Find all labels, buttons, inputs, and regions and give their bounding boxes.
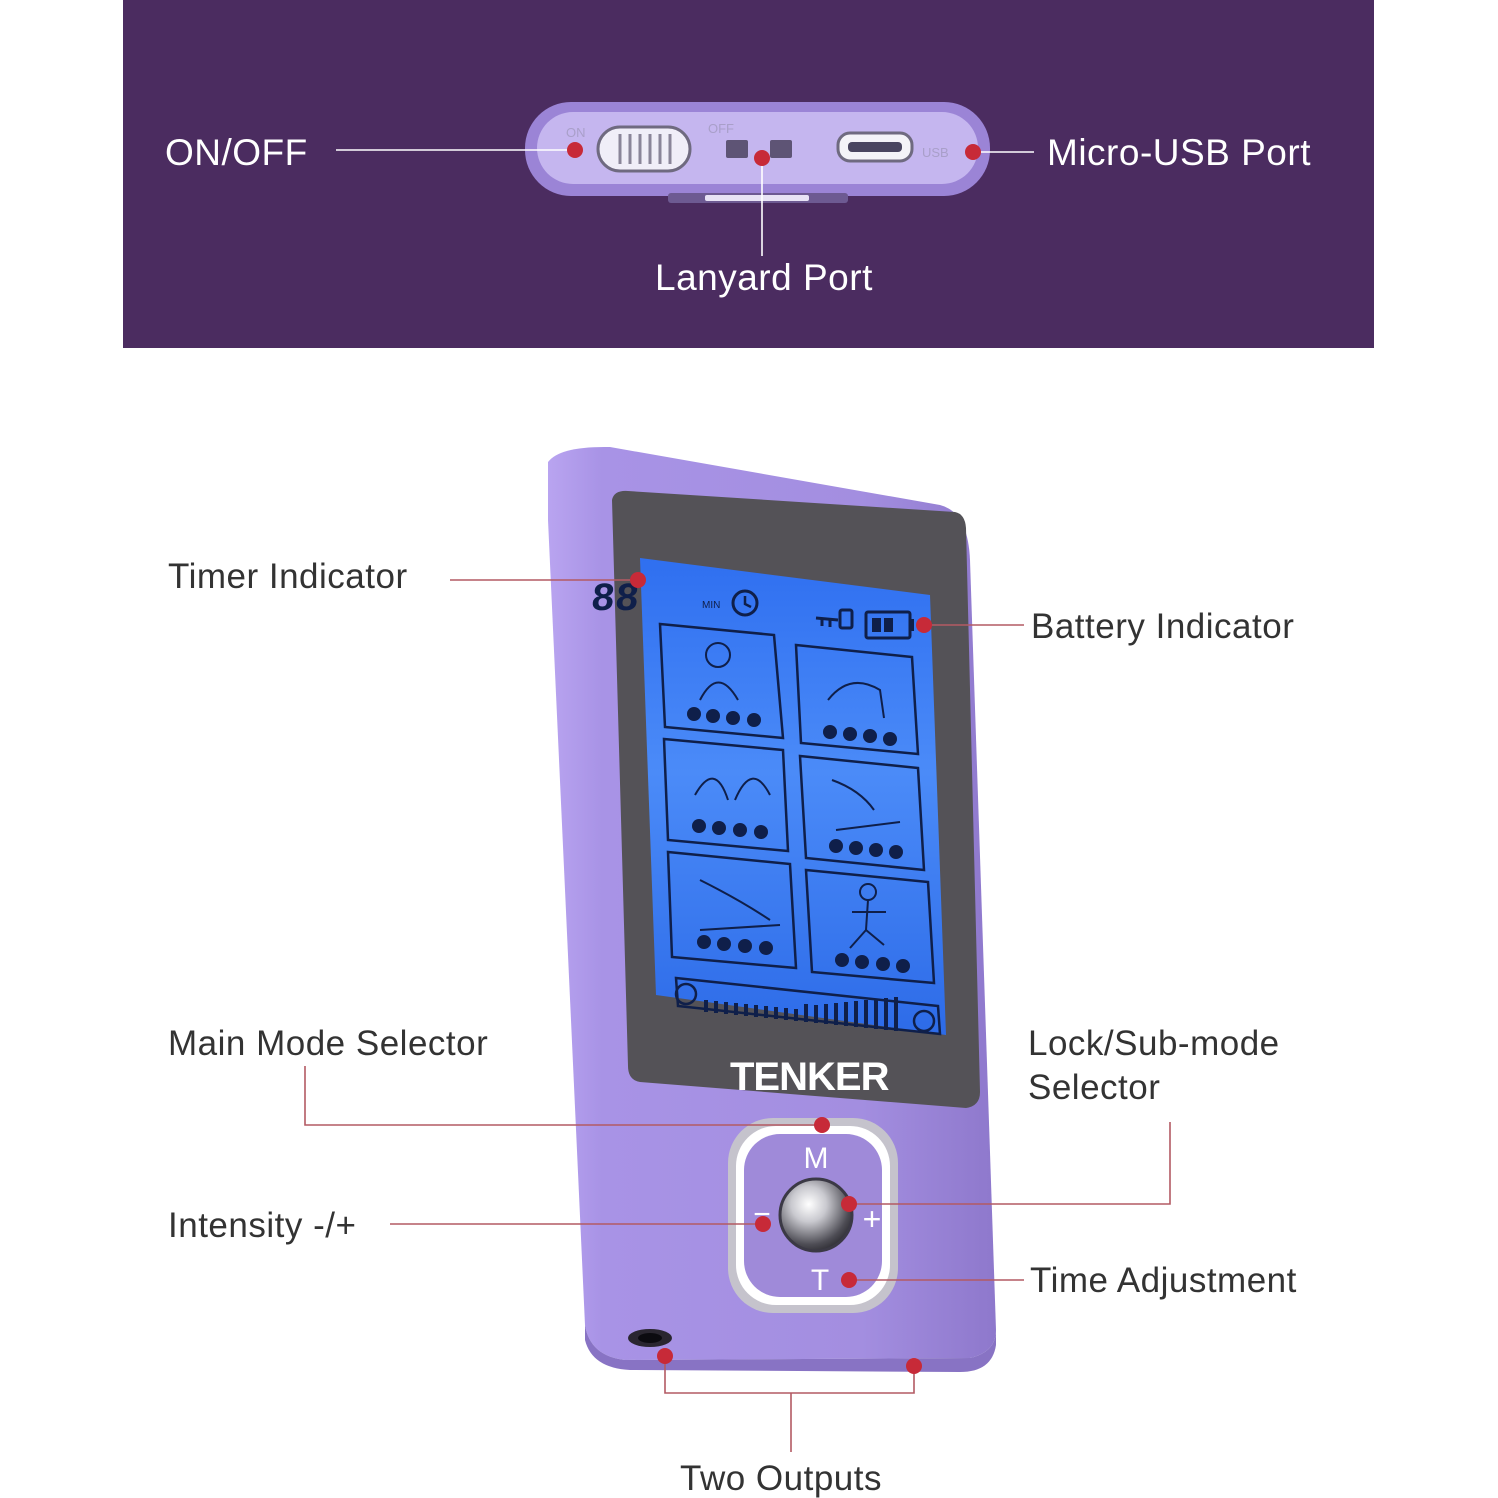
time-key[interactable]: T <box>811 1264 829 1297</box>
lock-key-icon <box>815 608 854 630</box>
off-marking: OFF <box>708 121 734 136</box>
power-switch-grip <box>618 134 672 164</box>
main-mode-callout-line <box>304 1066 822 1126</box>
plus-key[interactable]: + <box>863 1201 882 1237</box>
center-knob[interactable] <box>778 1177 854 1253</box>
timer-unit: MIN <box>702 600 720 611</box>
battery-callout-dot <box>916 617 932 633</box>
main-mode-selector-label: Main Mode Selector <box>168 1024 489 1063</box>
outputs-callout-bracket <box>664 1356 915 1394</box>
main-mode-callout-dot <box>814 1117 830 1133</box>
program-figures <box>694 642 901 949</box>
brand-logo: TENKER <box>730 1055 890 1099</box>
program-number-dots <box>687 707 910 973</box>
intensity-minus-icon <box>674 982 698 1006</box>
usb-marking: USB <box>922 145 949 160</box>
lock-callout-dot <box>841 1196 857 1212</box>
micro-usb-port-slot <box>848 142 902 152</box>
output-a-callout-dot <box>657 1348 673 1364</box>
clock-icon <box>731 589 759 617</box>
output-b-callout-dot <box>906 1358 922 1374</box>
intensity-label: Intensity -/+ <box>168 1206 357 1245</box>
time-callout-dot <box>841 1272 857 1288</box>
clock-icon-hands <box>743 596 752 609</box>
time-adjustment-label: Time Adjustment <box>1030 1261 1297 1300</box>
on-off-label: ON/OFF <box>165 132 308 173</box>
output-jack-a-hole <box>638 1333 662 1343</box>
program-tiles <box>658 622 936 985</box>
lcd-screen <box>640 558 946 1035</box>
device-bottom-edge <box>585 1325 996 1372</box>
lock-submode-label-line2: Selector <box>1028 1068 1161 1107</box>
micro-usb-label: Micro-USB Port <box>1047 132 1311 173</box>
lanyard-callout-dot <box>754 150 770 166</box>
timer-callout-dot <box>630 572 646 588</box>
mode-key[interactable]: M <box>804 1142 829 1175</box>
on-marking: ON <box>566 125 586 140</box>
usb-callout-dot <box>965 144 981 160</box>
lanyard-label: Lanyard Port <box>655 257 873 298</box>
battery-indicator-label: Battery Indicator <box>1031 607 1295 646</box>
lanyard-hole-left <box>726 140 748 158</box>
timer-indicator-label: Timer Indicator <box>168 557 408 596</box>
lock-submode-label-line1: Lock/Sub-mode <box>1028 1024 1280 1063</box>
battery-icon <box>864 610 914 640</box>
on-off-callout-dot <box>567 142 583 158</box>
intensity-plus-icon <box>912 1009 936 1033</box>
intensity-segments <box>704 997 898 1031</box>
two-outputs-label: Two Outputs <box>680 1459 882 1498</box>
intensity-callout-dot <box>755 1216 771 1232</box>
lanyard-slot-inner <box>705 195 809 201</box>
lock-callout-line <box>849 1122 1171 1205</box>
lanyard-hole-right <box>770 140 792 158</box>
